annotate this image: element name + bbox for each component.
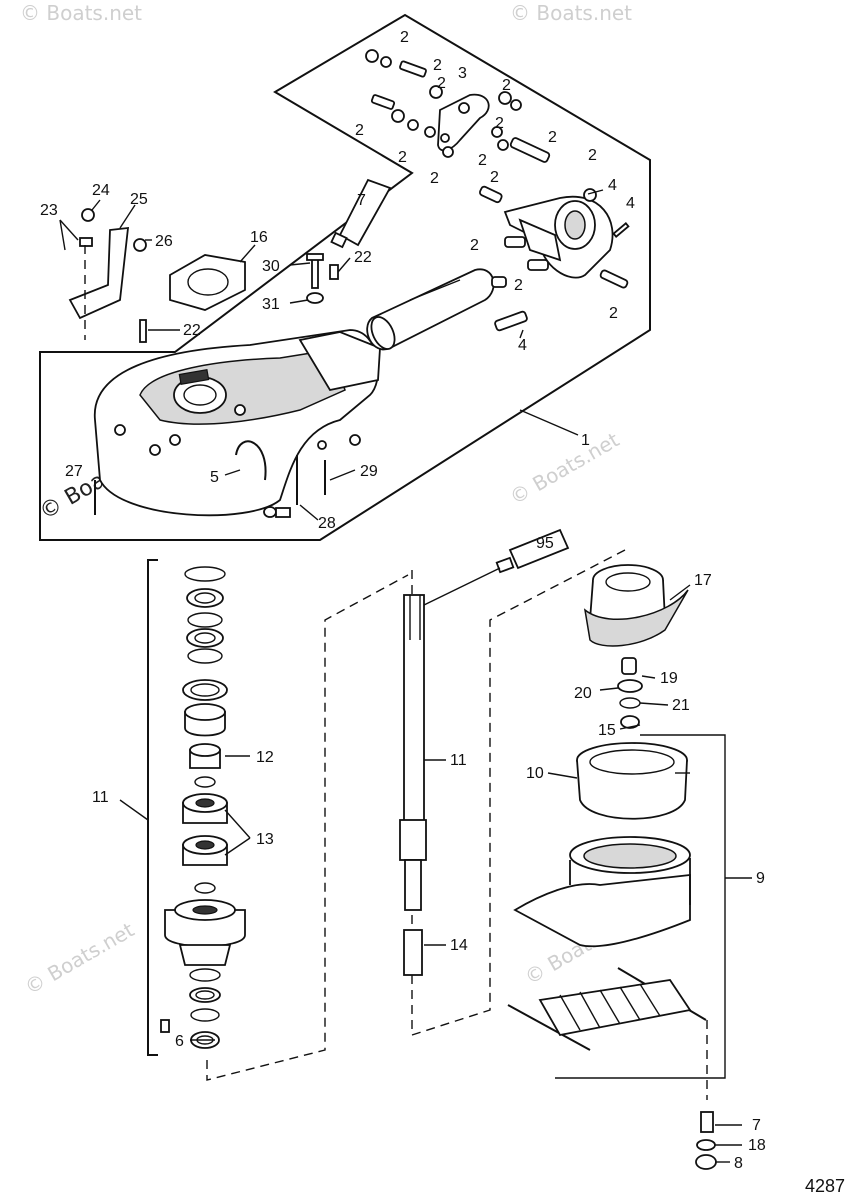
- callout: 22: [354, 249, 372, 266]
- callout: 27: [65, 463, 83, 480]
- watermark: © Boats.net: [20, 1, 142, 25]
- callout: 2: [433, 57, 442, 74]
- callout: 16: [250, 229, 268, 246]
- callout: 2: [514, 277, 523, 294]
- callout: 2: [502, 77, 511, 94]
- callout: 22: [183, 322, 201, 339]
- watermark: © Boats.net: [506, 427, 624, 509]
- tube-label: 7: [357, 192, 366, 209]
- callout: 2: [355, 122, 364, 139]
- bearing-stack: [160, 566, 246, 1049]
- callout: 2: [437, 75, 446, 92]
- callout: 28: [318, 515, 336, 532]
- callout: 15: [598, 722, 616, 739]
- callout: 12: [256, 749, 274, 766]
- callout: 25: [130, 191, 148, 208]
- callout: 14: [450, 937, 468, 954]
- callout: 4: [626, 195, 635, 212]
- bearing-group-bracket: [147, 559, 158, 1056]
- callout: 1: [581, 432, 590, 449]
- callout: 2: [400, 29, 409, 46]
- callout: 18: [748, 1137, 766, 1154]
- nozzle-bracket-9: [555, 734, 726, 1079]
- hardware-small: [365, 49, 630, 332]
- callout: 31: [262, 296, 280, 313]
- callout: 7: [752, 1117, 761, 1134]
- callout: 21: [672, 697, 690, 714]
- callout-labels: 1 2 2 2 2 2 2 2 2 2 2 2 2 2 2 2 3 4 4 4 …: [40, 29, 766, 1172]
- bolts-upper: [139, 253, 339, 343]
- impeller: [583, 564, 689, 647]
- callout: 2: [478, 152, 487, 169]
- callout: 5: [210, 469, 219, 486]
- callout: 23: [40, 202, 58, 219]
- callout: 2: [495, 115, 504, 132]
- pump-housing: [94, 329, 381, 517]
- callout: 2: [588, 147, 597, 164]
- shaft-leader-line: [411, 549, 626, 1036]
- callout: 20: [574, 685, 592, 702]
- small-parts-19-21: [617, 657, 643, 729]
- callout: 10: [526, 765, 544, 782]
- watermark: © Boats.net: [21, 917, 139, 999]
- callout: 13: [256, 831, 274, 848]
- sealant-tube-top: 7: [330, 178, 392, 249]
- callout: 19: [660, 670, 678, 687]
- callout: 2: [490, 169, 499, 186]
- callout: 8: [734, 1155, 743, 1172]
- watermark: © Boats.net: [510, 1, 632, 25]
- drive-tube: [366, 268, 495, 351]
- callout: 2: [548, 129, 557, 146]
- bolts-lower: [94, 434, 361, 518]
- bottom-hardware: [695, 1111, 717, 1170]
- bearing-leader-line: [206, 574, 409, 1081]
- callout: 11: [92, 789, 109, 806]
- mount-plate: [169, 254, 246, 311]
- callout: 9: [756, 870, 765, 887]
- callout: 30: [262, 258, 280, 275]
- callout: 2: [430, 170, 439, 187]
- tube-label: 95: [536, 535, 554, 552]
- callout: 17: [694, 572, 712, 589]
- wear-ring: [576, 742, 688, 820]
- callout: 29: [360, 463, 378, 480]
- steering-cam: [503, 195, 614, 279]
- callout: 24: [92, 182, 110, 199]
- callout: 26: [155, 233, 173, 250]
- callout: 4: [518, 337, 527, 354]
- sealant-tube-bottom: 95: [423, 528, 570, 606]
- drive-shaft: [399, 570, 427, 1030]
- callout: 2: [398, 149, 407, 166]
- leader-lines: [59, 189, 752, 1163]
- nozzle-housing: [513, 836, 691, 948]
- callout: 11: [450, 752, 467, 769]
- figure-number: 4287: [805, 1176, 845, 1196]
- housing-group-outline: [39, 13, 651, 541]
- grate-rods: [507, 967, 707, 1051]
- bracket-3: [437, 93, 490, 152]
- callout: 4: [608, 177, 617, 194]
- callout: 6: [175, 1033, 184, 1050]
- callout: 2: [470, 237, 479, 254]
- support-bracket: [68, 208, 147, 340]
- callout: 2: [609, 305, 618, 322]
- callout: 3: [458, 65, 467, 82]
